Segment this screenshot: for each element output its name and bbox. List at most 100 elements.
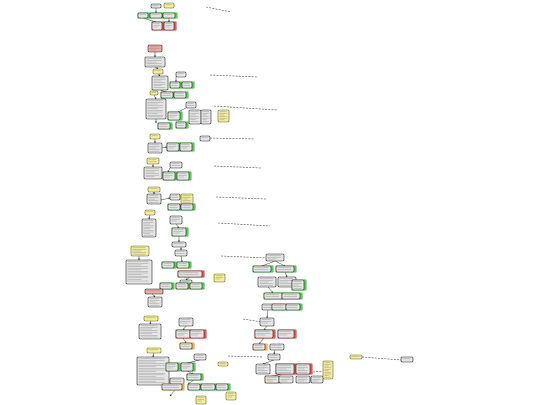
note-link-7 <box>220 255 269 259</box>
process-box-28 <box>179 142 193 152</box>
process-box-21 <box>157 122 171 130</box>
process-box-66 <box>193 353 207 361</box>
note-box-53 <box>213 273 226 283</box>
process-box-51 <box>177 270 203 278</box>
process-box-40 <box>180 203 194 211</box>
flow-arrow-4 <box>154 66 159 70</box>
note-link-8 <box>242 318 263 323</box>
flow-arrow-32 <box>169 389 176 397</box>
process-box-56 <box>189 282 203 290</box>
process-box-46 <box>174 249 188 257</box>
note-box-41 <box>144 209 156 216</box>
process-box-60 <box>138 323 162 340</box>
flow-arrow-12 <box>161 146 168 149</box>
process-box-68 <box>165 362 179 372</box>
note-box-104 <box>349 354 363 360</box>
flow-arrow-28 <box>152 352 155 358</box>
process-box-22 <box>188 109 202 125</box>
process-box-62 <box>175 329 191 339</box>
flow-arrow-36 <box>266 309 269 319</box>
process-box-80 <box>252 265 272 273</box>
note-box-77 <box>225 391 237 401</box>
start-box-57 <box>144 288 164 295</box>
process-box-13 <box>181 81 193 89</box>
process-box-73 <box>187 383 201 391</box>
flow-arrow-31 <box>187 379 195 385</box>
process-box-3 <box>149 12 163 19</box>
process-box-95 <box>267 353 281 361</box>
flow-arrow-24 <box>151 293 156 298</box>
note-link-0 <box>205 6 232 13</box>
process-box-74 <box>200 383 216 391</box>
flow-arrow-37 <box>263 325 268 331</box>
process-box-43 <box>169 215 183 225</box>
process-box-94 <box>269 343 285 351</box>
flow-arrow-33 <box>261 260 276 267</box>
process-box-39 <box>167 203 181 211</box>
note-box-35 <box>147 186 161 193</box>
flow-arrow-22 <box>180 255 183 263</box>
process-box-54 <box>159 282 173 290</box>
process-box-92 <box>277 329 295 339</box>
process-box-6 <box>163 21 175 31</box>
note-box-78 <box>217 361 229 367</box>
process-box-90 <box>259 317 275 327</box>
note-box-24 <box>217 109 230 123</box>
process-box-69 <box>180 362 194 372</box>
flow-arrow-40 <box>262 359 275 365</box>
process-box-11 <box>175 71 187 78</box>
process-box-88 <box>271 303 287 311</box>
process-box-14 <box>160 91 174 99</box>
process-box-64 <box>179 342 193 350</box>
process-box-81 <box>275 265 295 273</box>
note-box-30 <box>146 157 160 165</box>
process-box-49 <box>161 261 175 269</box>
process-box-34 <box>176 171 190 181</box>
flow-arrow-25 <box>149 320 152 325</box>
process-box-31 <box>143 166 163 180</box>
note-box-59 <box>143 315 159 322</box>
process-box-61 <box>178 317 194 327</box>
flow-arrow-39 <box>273 349 276 355</box>
process-box-86 <box>281 292 301 300</box>
note-link-11 <box>312 370 324 373</box>
process-box-48 <box>125 259 153 285</box>
flow-arrow-42 <box>284 271 288 278</box>
flow-arrow-8 <box>153 94 157 100</box>
note-link-3 <box>209 137 256 140</box>
note-box-25 <box>149 133 161 140</box>
process-box-75 <box>215 383 229 391</box>
flow-arrow-34 <box>274 260 286 267</box>
note-link-10 <box>361 356 402 361</box>
note-link-4 <box>213 165 262 169</box>
note-box-65 <box>146 347 162 354</box>
process-box-2 <box>137 12 149 19</box>
process-box-85 <box>263 292 283 300</box>
process-box-20 <box>175 121 187 129</box>
process-box-71 <box>169 377 185 385</box>
note-box-1 <box>163 2 175 9</box>
process-box-93 <box>252 343 266 351</box>
process-box-5 <box>151 21 163 31</box>
process-box-18 <box>185 101 197 109</box>
process-box-70 <box>186 373 202 381</box>
flow-arrow-27 <box>182 337 187 344</box>
process-box-23 <box>200 109 212 125</box>
note-link-5 <box>215 196 267 200</box>
process-box-15 <box>173 91 187 99</box>
flow-arrow-1 <box>142 17 157 23</box>
note-link-6 <box>217 222 271 227</box>
process-box-32 <box>169 161 183 169</box>
process-box-42 <box>141 218 157 238</box>
process-box-19 <box>167 111 181 121</box>
note-box-9 <box>152 68 164 75</box>
process-box-12 <box>169 81 181 89</box>
process-box-33 <box>162 171 176 181</box>
process-box-105 <box>400 356 414 363</box>
note-box-103 <box>322 360 334 380</box>
note-link-1 <box>209 74 259 78</box>
process-box-45 <box>171 241 187 248</box>
flow-arrow-26 <box>182 325 187 331</box>
note-link-9 <box>227 355 264 358</box>
